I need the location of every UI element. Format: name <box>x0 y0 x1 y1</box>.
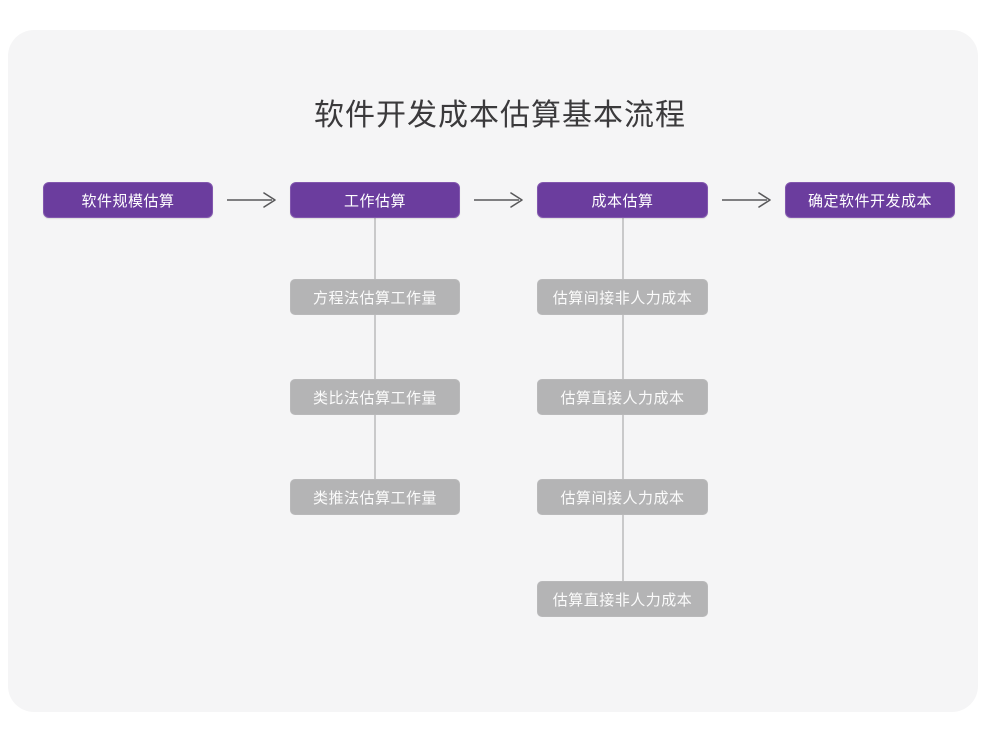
connector-branch-work-estimation <box>374 218 376 515</box>
node-step-1[interactable]: 软件规模估算 <box>43 182 213 218</box>
connector-branch-cost-estimation <box>622 218 624 617</box>
node-label: 软件规模估算 <box>81 192 175 210</box>
arrow-right-icon <box>473 190 527 210</box>
node-step-3[interactable]: 成本估算 <box>537 182 708 218</box>
node-label: 估算间接非人力成本 <box>552 289 693 307</box>
node-cost-4[interactable]: 估算直接非人力成本 <box>537 581 708 617</box>
node-label: 估算直接人力成本 <box>560 389 685 407</box>
node-label: 类比法估算工作量 <box>312 389 437 407</box>
node-cost-3[interactable]: 估算间接人力成本 <box>537 479 708 515</box>
node-step-2[interactable]: 工作估算 <box>290 182 460 218</box>
node-cost-1[interactable]: 估算间接非人力成本 <box>537 279 708 315</box>
diagram-card <box>8 30 978 712</box>
node-work-2[interactable]: 类比法估算工作量 <box>290 379 460 415</box>
node-label: 类推法估算工作量 <box>312 489 437 507</box>
arrow-right-icon <box>226 190 280 210</box>
node-label: 估算间接人力成本 <box>560 489 685 507</box>
node-label: 方程法估算工作量 <box>312 289 437 307</box>
node-work-1[interactable]: 方程法估算工作量 <box>290 279 460 315</box>
node-label: 成本估算 <box>591 192 654 210</box>
node-step-4[interactable]: 确定软件开发成本 <box>785 182 955 218</box>
arrow-right-icon <box>721 190 775 210</box>
page-title: 软件开发成本估算基本流程 <box>314 99 686 132</box>
node-label: 估算直接非人力成本 <box>552 591 693 609</box>
node-cost-2[interactable]: 估算直接人力成本 <box>537 379 708 415</box>
node-work-3[interactable]: 类推法估算工作量 <box>290 479 460 515</box>
node-label: 确定软件开发成本 <box>807 192 932 210</box>
node-label: 工作估算 <box>343 192 406 210</box>
